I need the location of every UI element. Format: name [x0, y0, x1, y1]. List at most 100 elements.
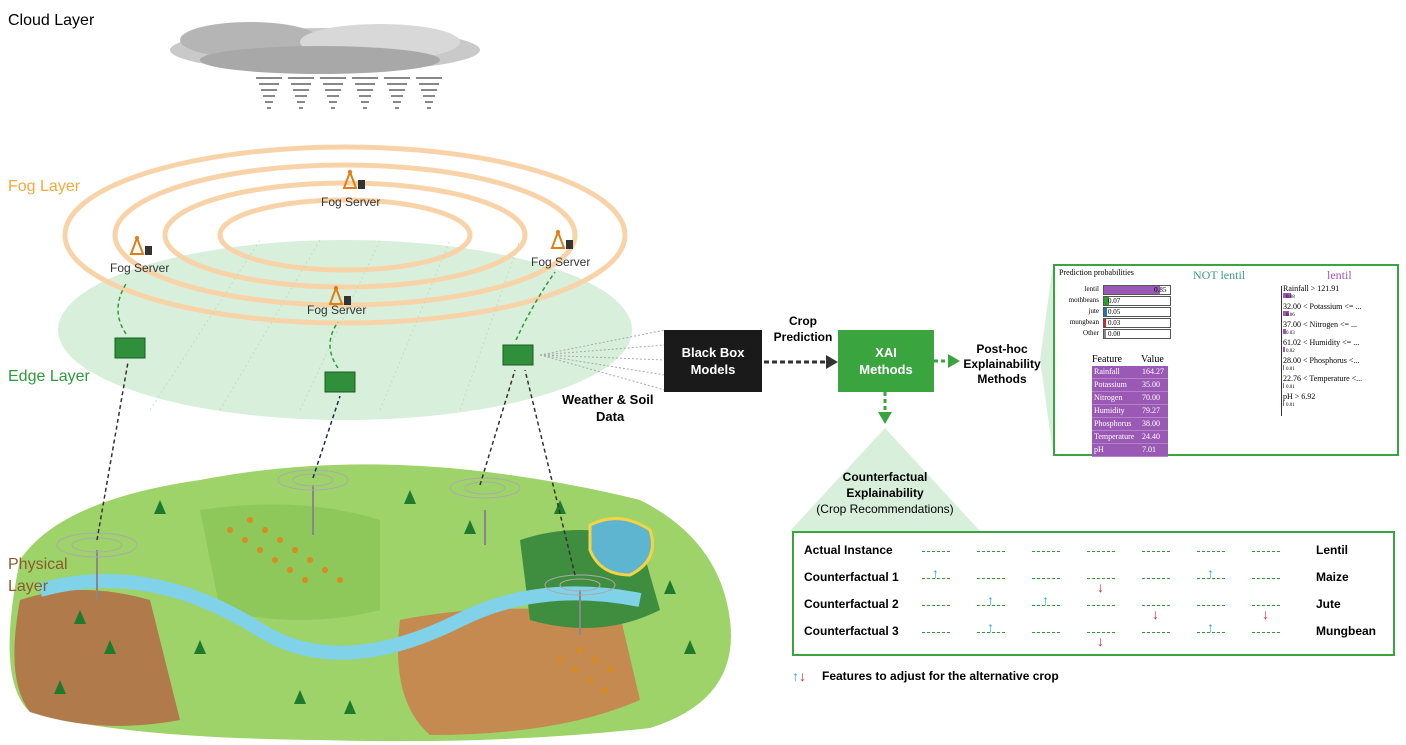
- feature-header: Feature: [1092, 354, 1122, 365]
- posthoc-label-3: Methods: [977, 372, 1027, 386]
- feature-value: 24.40: [1142, 432, 1160, 441]
- cf-feature-dash: [1252, 578, 1280, 579]
- black-box-label: Black Box: [681, 345, 745, 360]
- cloud-icon: [170, 22, 480, 74]
- xai-to-posthoc-arrowhead: [948, 354, 960, 368]
- legend-arrows: ↑↓: [792, 668, 806, 684]
- rule-text: Rainfall > 121.91: [1283, 284, 1340, 293]
- rule-bar: [1283, 311, 1289, 316]
- prob-fill: [1104, 319, 1106, 327]
- prob-name: Other: [1083, 329, 1099, 337]
- rule-bar: [1283, 329, 1286, 334]
- cf-feature-dash: [1197, 632, 1225, 633]
- feature-value: 70.00: [1142, 393, 1160, 402]
- cf-feature-dash: [1142, 551, 1170, 552]
- weather-soil-label: Weather & Soil: [562, 392, 654, 407]
- prob-bar: 0.85: [1103, 285, 1171, 295]
- prob-name: lentil: [1084, 285, 1099, 293]
- prob-title: Prediction probabilities: [1059, 268, 1134, 277]
- lime-explanation-panel: Prediction probabilities NOT lentil lent…: [1053, 264, 1399, 457]
- rule-text: 22.76 < Temperature <...: [1283, 374, 1363, 383]
- cf-feature-dash: [977, 632, 1005, 633]
- prob-bar: 0.03: [1103, 318, 1171, 328]
- down-arrow-icon: ↓: [1262, 606, 1269, 622]
- prob-bar: 0.07: [1103, 296, 1171, 306]
- cf-feature-dash: [922, 605, 950, 606]
- xai-label-2: Methods: [859, 362, 913, 377]
- cf-title: Counterfactual: [842, 470, 928, 484]
- feature-value: 79.27: [1142, 406, 1160, 415]
- prob-fill: [1104, 286, 1161, 294]
- rule-weight: 0.08: [1286, 295, 1295, 300]
- posthoc-callout: [1040, 264, 1053, 452]
- cf-row-result: Jute: [1316, 597, 1341, 611]
- feature-name: Temperature: [1094, 432, 1135, 441]
- rule-axis: [1281, 286, 1282, 416]
- rule-bar: [1283, 293, 1291, 298]
- cf-feature-dash: [977, 605, 1005, 606]
- cf-feature-dash: [1252, 605, 1280, 606]
- feature-name: Humidity: [1094, 406, 1125, 415]
- edge-grid-lines: [149, 239, 521, 411]
- prob-value: 0.00: [1108, 330, 1121, 338]
- prob-value: 0.03: [1108, 319, 1121, 327]
- cf-feature-dash: [922, 578, 950, 579]
- prob-name: mungbean: [1069, 318, 1099, 326]
- cf-subtitle: (Crop Recommendations): [816, 502, 954, 516]
- crop-prediction-label: Crop: [789, 314, 817, 328]
- fog-server-label: Fog Server: [307, 303, 367, 317]
- black-box-label-2: Models: [690, 362, 736, 377]
- cf-feature-dash: [977, 551, 1005, 552]
- cf-feature-dash: [922, 551, 950, 552]
- feature-value: 38.00: [1142, 419, 1160, 428]
- cf-row-label: Counterfactual 1: [804, 570, 899, 584]
- data-flow-lines: [539, 329, 666, 391]
- cf-row-label: Actual Instance: [804, 543, 893, 557]
- cf-feature-dash: [1032, 578, 1060, 579]
- cf-feature-dash: [1252, 632, 1280, 633]
- feature-value: 35.00: [1142, 380, 1160, 389]
- rule-bar: [1283, 401, 1284, 406]
- cloud-layer-label: Cloud Layer: [8, 12, 95, 29]
- rule-weight: 0.02: [1286, 349, 1295, 354]
- up-arrow-icon: ↑: [1207, 619, 1214, 635]
- feature-name: Potassium: [1094, 380, 1127, 389]
- farmland-terrain: [9, 464, 732, 742]
- tree-icons: [54, 490, 696, 714]
- feature-name: pH: [1094, 445, 1104, 454]
- cf-feature-dash: [977, 578, 1005, 579]
- rule-list: Rainfall > 121.91 0.08 32.00 < Potassium <…: [1055, 284, 1395, 424]
- cf-row-result: Maize: [1316, 570, 1349, 584]
- prob-value: 0.05: [1108, 308, 1121, 316]
- crop-prediction-label-2: Prediction: [773, 330, 833, 344]
- feature-name: Nitrogen: [1094, 393, 1123, 402]
- prob-bar: 0.00: [1103, 329, 1171, 339]
- edge-device-icons: [114, 337, 534, 393]
- rule-weight: 0.01: [1286, 403, 1295, 408]
- prob-row: lentil 0.85: [1055, 284, 1195, 295]
- feature-row: Nitrogen 70.00: [1092, 392, 1168, 405]
- feature-value: 164.27: [1142, 367, 1164, 376]
- fog-layer-label: Fog Layer: [8, 178, 81, 195]
- up-arrow-icon: ↑: [987, 592, 994, 608]
- posthoc-label: Post-hoc: [976, 342, 1028, 356]
- edge-layer-label: Edge Layer: [8, 368, 90, 385]
- cf-feature-dash: [1197, 551, 1225, 552]
- value-header: Value: [1141, 354, 1164, 365]
- rule-text: 32.00 < Potassium <= ...: [1283, 302, 1362, 311]
- rule-text: 61.02 < Humidity <= ...: [1283, 338, 1360, 347]
- rule-weight: 0.03: [1286, 331, 1295, 336]
- prob-row: Other 0.00: [1055, 328, 1195, 339]
- down-arrow-icon: ↓: [1097, 579, 1104, 595]
- prob-fill: [1104, 297, 1109, 305]
- sensor-tower-icons: [96, 485, 581, 635]
- black-box-models: [664, 330, 762, 392]
- up-arrow-icon: ↑: [1207, 565, 1214, 581]
- physical-layer-label: Physical: [8, 556, 68, 573]
- cf-feature-dash: [1087, 551, 1115, 552]
